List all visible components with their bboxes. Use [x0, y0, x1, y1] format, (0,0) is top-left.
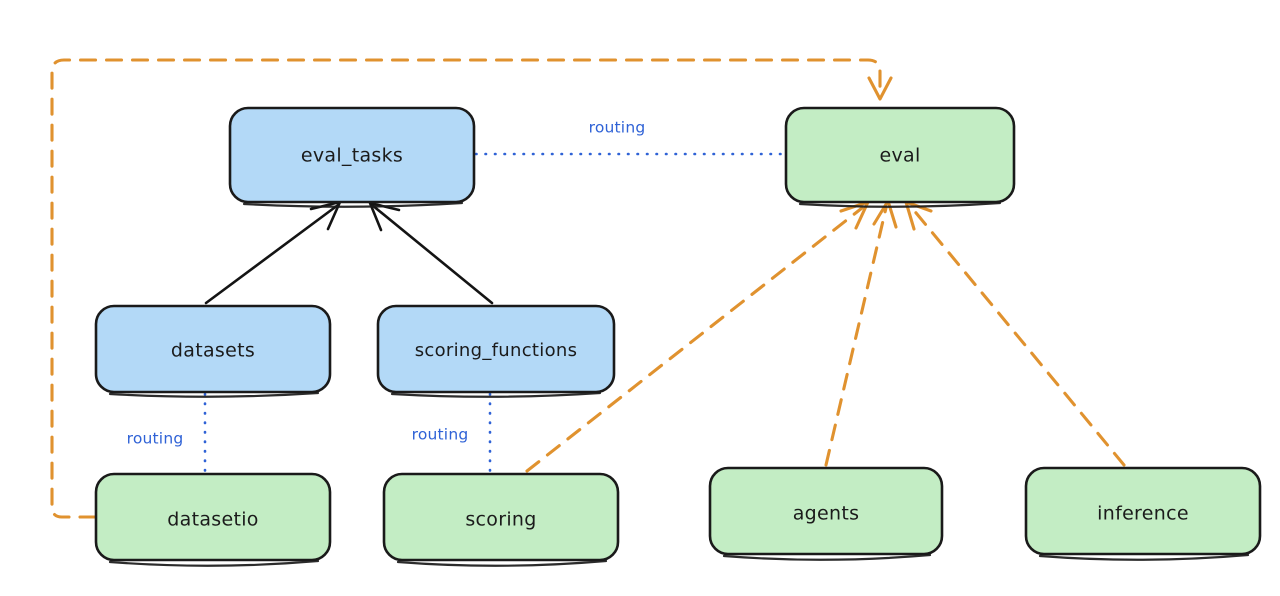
edge-agents-eval-arrowhead: [872, 199, 898, 229]
node-datasetio-label: datasetio: [167, 509, 258, 531]
node-datasetio-shadow: [108, 559, 320, 567]
edge-scoring-eval-path: [525, 206, 864, 473]
edge-datasets-datasetio: routing: [127, 392, 207, 474]
node-agents-shape: [708, 466, 944, 556]
node-datasetio[interactable]: datasetio: [94, 472, 332, 567]
edge-datasetio-eval: [50, 58, 893, 519]
node-inference[interactable]: inference: [1024, 466, 1262, 561]
edge-datasetio-eval-path: [50, 58, 882, 519]
node-eval_tasks-shadow: [242, 201, 464, 208]
edge-scoring_functions-scoring: routing: [412, 392, 492, 474]
node-scoring-label: scoring: [465, 509, 536, 531]
edge-label-routing-scoring-functions: routing: [412, 426, 469, 444]
node-eval_tasks-shape: [228, 106, 476, 204]
edge-datasetio-eval-arrowhead: [867, 76, 893, 101]
node-scoring[interactable]: scoring: [382, 472, 620, 567]
node-inference-label: inference: [1097, 503, 1189, 525]
edge-label-routing-datasets: routing: [127, 430, 184, 448]
node-scoring_functions[interactable]: scoring_functions: [376, 304, 616, 398]
edge-datasets-eval_tasks-path: [204, 203, 340, 305]
node-scoring_functions-label: scoring_functions: [415, 340, 578, 361]
node-scoring_functions-shape: [376, 304, 616, 394]
edge-inference-eval: [904, 200, 1126, 467]
node-datasets-shape: [94, 304, 332, 394]
edge-agents-eval: [824, 199, 898, 467]
node-datasets-shadow: [108, 391, 320, 398]
edge-inference-eval-path: [910, 206, 1126, 467]
edge-scoring_functions-eval_tasks: [368, 201, 494, 305]
edge-datasets-eval_tasks: [204, 200, 342, 305]
node-eval-shape: [784, 106, 1016, 204]
edge-label-routing-top: routing: [589, 119, 646, 137]
edge-scoring_functions-eval_tasks-path: [370, 203, 494, 305]
node-scoring-shape: [382, 472, 620, 562]
node-agents[interactable]: agents: [708, 466, 944, 561]
node-datasets[interactable]: datasets: [94, 304, 332, 398]
node-agents-label: agents: [793, 503, 860, 525]
node-datasetio-shape: [94, 472, 332, 562]
node-inference-shape: [1024, 466, 1262, 556]
node-eval[interactable]: eval: [784, 106, 1016, 208]
node-eval-shadow: [798, 201, 1002, 208]
node-eval-label: eval: [879, 145, 920, 167]
edge-eval_tasks-eval: routing: [474, 119, 786, 156]
edge-agents-eval-path: [824, 206, 888, 467]
node-agents-shadow: [722, 553, 932, 561]
node-datasets-label: datasets: [171, 340, 255, 362]
node-eval_tasks-label: eval_tasks: [301, 145, 403, 167]
node-scoring_functions-shadow: [390, 391, 602, 398]
node-eval_tasks[interactable]: eval_tasks: [228, 106, 476, 208]
node-inference-shadow: [1038, 553, 1250, 561]
node-scoring-shadow: [396, 559, 608, 567]
